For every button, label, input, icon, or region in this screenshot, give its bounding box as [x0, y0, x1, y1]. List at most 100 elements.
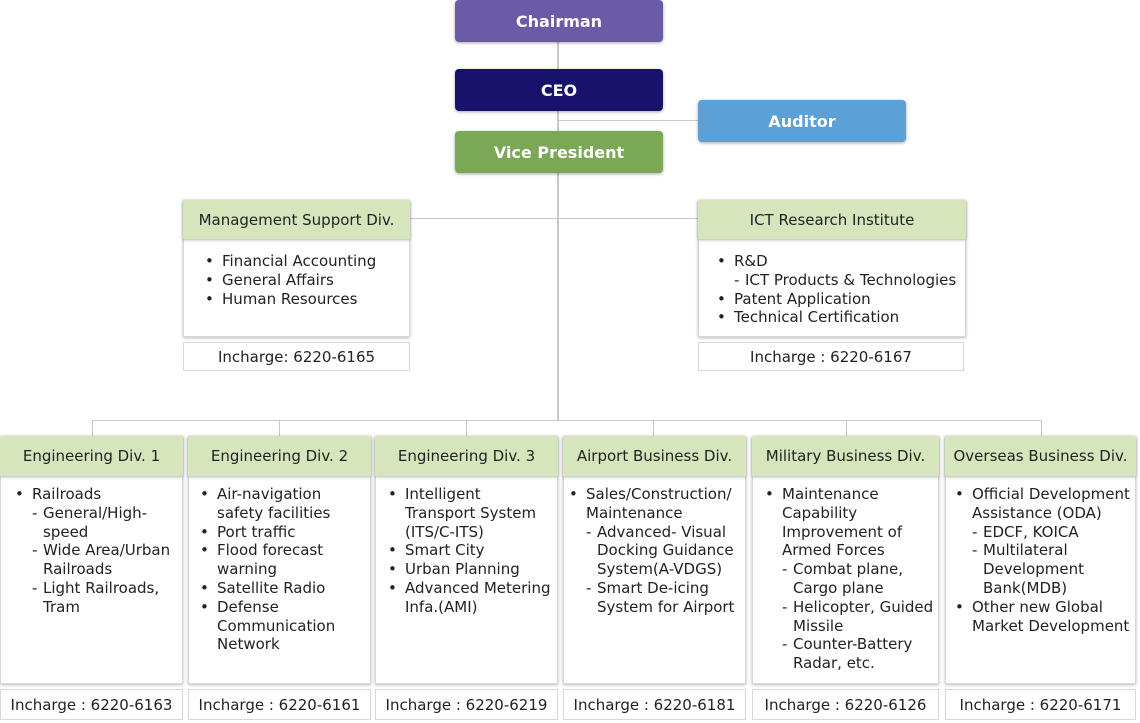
incharge-phone: Incharge : 6220-6161: [188, 689, 371, 720]
duty-item: Air-navigation safety facilities: [198, 485, 371, 523]
division-header: Airport Business Div.: [563, 436, 746, 476]
duty-subitem: -Advanced- Visual Docking Guidance Syste…: [586, 522, 734, 579]
duty-text: Railroads: [32, 485, 102, 503]
duty-subitem: -Counter-Battery Radar, etc.: [782, 635, 913, 673]
connector-line: [466, 420, 467, 436]
duty-subitem-text: ICT Products & Technologies: [745, 270, 957, 289]
duty-subitem-text: Multilateral Development Bank(MDB): [983, 541, 1084, 597]
duty-item: Official Development Assistance (ODA)-ED…: [953, 485, 1133, 598]
duty-subitem: -Helicopter, Guided Missile: [782, 597, 934, 635]
duty-text: Financial Accounting: [222, 252, 377, 270]
duty-text: Patent Application: [734, 289, 871, 308]
duty-item: Smart City: [386, 541, 551, 560]
connector-line: [92, 420, 1042, 421]
connector-line: [653, 420, 654, 436]
duty-item: Railroads-General/High-speed-Wide Area/U…: [13, 485, 178, 617]
duty-text: Urban Planning: [405, 560, 520, 579]
incharge-phone: Incharge : 6220-6163: [0, 689, 183, 720]
duty-item: Sales/Construction/ Maintenance-Advanced…: [567, 485, 744, 617]
duty-text: Advanced Metering Infa.(AMI): [405, 578, 551, 616]
duty-text: Port traffic: [217, 522, 296, 541]
connector-line: [846, 420, 847, 436]
division-header: Engineering Div. 3: [375, 436, 558, 476]
duty-subitem-text: Wide Area/Urban Railroads: [43, 541, 171, 579]
division-duties: Sales/Construction/ Maintenance-Advanced…: [567, 485, 744, 617]
incharge-phone: Incharge : 6220-6219: [375, 689, 558, 720]
duty-item: Urban Planning: [386, 560, 551, 579]
duty-item: Other new Global Market Development: [953, 598, 1133, 636]
duty-item: Technical Certification: [715, 308, 960, 327]
connector-line: [557, 40, 559, 420]
duty-subitem-text: Advanced- Visual Docking Guidance System…: [597, 522, 734, 579]
duty-text: Human Resources: [222, 289, 358, 308]
duty-subitem: -EDCF, KOICA: [972, 522, 1079, 541]
connector-line: [279, 420, 280, 436]
duty-subitem: -Combat plane, Cargo plane: [782, 560, 904, 597]
connector-line: [559, 120, 699, 121]
duty-text: Official Development Assistance (ODA): [972, 485, 1130, 522]
duty-item: Patent Application: [715, 290, 960, 309]
duty-subitem: -Multilateral Development Bank(MDB): [972, 541, 1084, 597]
duty-subitem-text: Light Railroads, Tram: [43, 578, 160, 616]
auditor-box: Auditor: [698, 100, 906, 142]
incharge-phone: Incharge: 6220-6165: [183, 342, 410, 371]
duty-item: Port traffic: [198, 523, 371, 542]
incharge-phone: Incharge : 6220-6126: [752, 689, 939, 720]
duty-subitem: -ICT Products & Technologies: [734, 270, 957, 289]
incharge-phone: Incharge : 6220-6167: [698, 342, 964, 371]
duty-text: Other new Global Market Development: [972, 597, 1130, 635]
duty-subitem: -Wide Area/Urban Railroads: [32, 541, 171, 579]
division-header: Military Business Div.: [752, 436, 939, 476]
division-duties: Official Development Assistance (ODA)-ED…: [953, 485, 1133, 635]
duty-text: Satellite Radio: [217, 578, 326, 597]
duty-item: Advanced Metering Infa.(AMI): [386, 579, 551, 617]
incharge-phone: Incharge : 6220-6171: [945, 689, 1136, 720]
duty-item: Intelligent Transport System (ITS/C-ITS): [386, 485, 551, 541]
duty-text: Smart City: [405, 541, 485, 560]
duty-text: Intelligent Transport System (ITS/C-ITS): [405, 485, 537, 541]
duty-text: Maintenance Capability Improvement of Ar…: [782, 485, 903, 560]
duty-item: R&D-ICT Products & Technologies: [715, 252, 960, 290]
connector-line: [1041, 420, 1042, 436]
duty-subitem-text: General/High-speed: [43, 503, 148, 541]
duty-subitem: -Light Railroads, Tram: [32, 578, 160, 616]
duty-item: Human Resources: [203, 290, 403, 309]
division-header: ICT Research Institute: [698, 200, 966, 239]
ceo-box: CEO: [455, 69, 663, 111]
division-header: Engineering Div. 1: [0, 436, 183, 476]
duty-subitem-text: Counter-Battery Radar, etc.: [793, 635, 913, 673]
division-header: Engineering Div. 2: [188, 436, 371, 476]
duty-text: Flood forecast warning: [217, 541, 324, 579]
duty-item: Maintenance Capability Improvement of Ar…: [763, 485, 935, 673]
duty-item: Financial Accounting: [203, 252, 403, 271]
connector-line: [92, 420, 93, 436]
duty-subitem: -General/High-speed: [32, 503, 148, 541]
division-duties: R&D-ICT Products & TechnologiesPatent Ap…: [715, 252, 960, 327]
division-duties: Air-navigation safety facilitiesPort tra…: [198, 485, 371, 654]
division-header: Overseas Business Div.: [945, 436, 1136, 476]
vice-president-box: Vice President: [455, 131, 663, 173]
duty-subitem: -Smart De-icing System for Airport: [586, 578, 735, 616]
duty-subitem-text: Smart De-icing System for Airport: [597, 578, 735, 616]
incharge-phone: Incharge : 6220-6181: [563, 689, 746, 720]
duty-subitem-text: Combat plane, Cargo plane: [793, 560, 904, 597]
duty-text: Technical Certification: [734, 308, 900, 327]
duty-text: Sales/Construction/ Maintenance: [586, 485, 732, 522]
duty-text: R&D: [734, 252, 768, 270]
connector-line: [410, 218, 698, 219]
division-duties: Maintenance Capability Improvement of Ar…: [763, 485, 935, 673]
duty-item: Flood forecast warning: [198, 541, 371, 579]
division-duties: Railroads-General/High-speed-Wide Area/U…: [13, 485, 178, 617]
chairman-box: Chairman: [455, 0, 663, 42]
duty-item: Defense Communication Network: [198, 598, 371, 654]
division-duties: Intelligent Transport System (ITS/C-ITS)…: [386, 485, 551, 617]
duty-text: Air-navigation safety facilities: [217, 485, 331, 522]
duty-text: General Affairs: [222, 270, 334, 289]
duty-subitem-text: Helicopter, Guided Missile: [793, 597, 934, 635]
division-duties: Financial AccountingGeneral AffairsHuman…: [203, 252, 403, 308]
duty-subitem-text: EDCF, KOICA: [983, 522, 1079, 541]
duty-text: Defense Communication Network: [217, 597, 336, 654]
duty-item: General Affairs: [203, 271, 403, 290]
division-header: Management Support Div.: [183, 200, 410, 239]
duty-item: Satellite Radio: [198, 579, 371, 598]
